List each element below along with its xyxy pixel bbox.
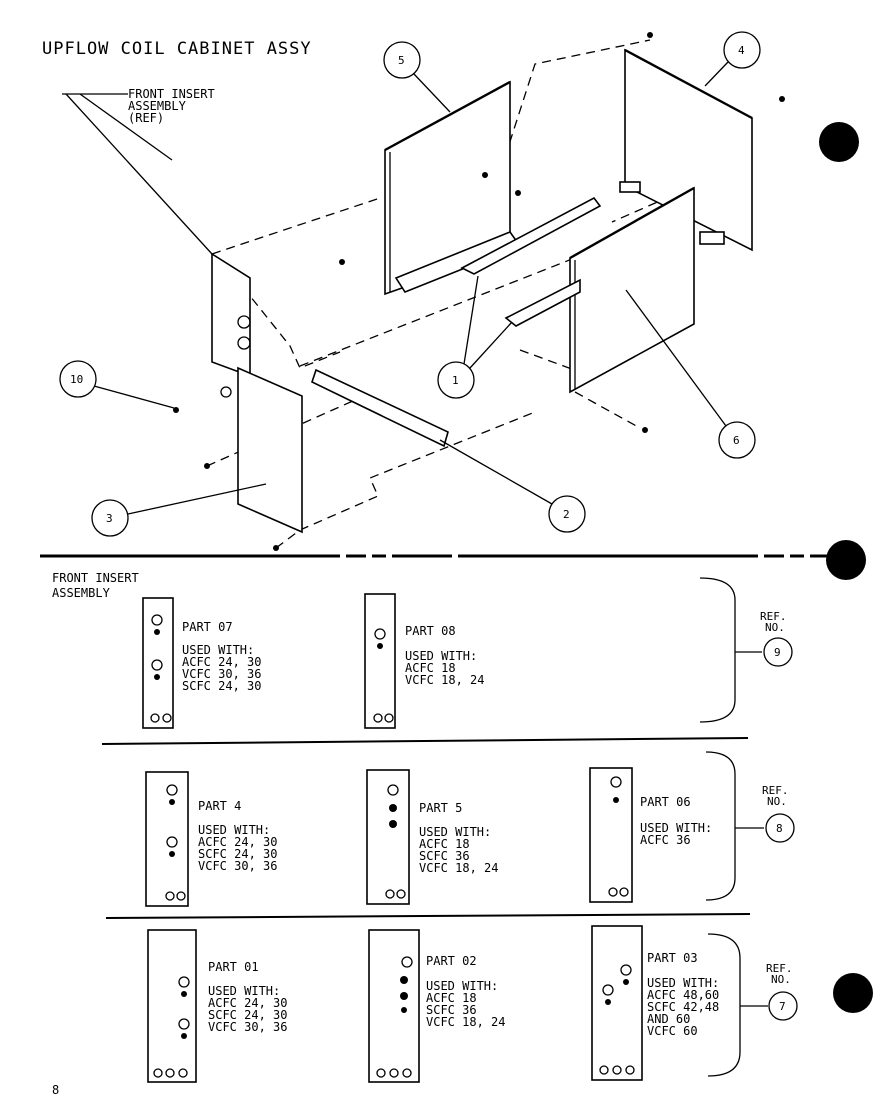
part-02-line: SCFC 36	[426, 1003, 477, 1017]
callout-6: 6	[625, 289, 756, 459]
part-08-line: ACFC 18	[405, 661, 456, 675]
ref-number-8-text: 8	[776, 822, 783, 835]
ref-number-7-text: 7	[779, 1000, 786, 1013]
part-01-name: PART 01	[208, 960, 259, 974]
front-insert-panel	[211, 252, 251, 378]
part-4-drawing	[145, 771, 189, 907]
part-07-drawing	[142, 597, 174, 729]
ref-number-7	[768, 991, 798, 1021]
ref-no-label-3: REF.	[766, 962, 793, 975]
part-06-name: PART 06	[640, 795, 691, 809]
part-02-line: ACFC 18	[426, 991, 477, 1005]
part-2-rail	[311, 368, 449, 448]
part-07-line: SCFC 24, 30	[182, 679, 261, 693]
part-01-line: SCFC 24, 30	[208, 1008, 287, 1022]
svg-text:4: 4	[738, 44, 745, 57]
part-4-name: PART 4	[198, 799, 241, 813]
part-03-line: ACFC 48,60	[647, 988, 719, 1002]
svg-text:6: 6	[733, 434, 740, 447]
part-02-drawing	[368, 929, 420, 1083]
row-separator-1	[101, 737, 749, 745]
front-insert-header-line2: ASSEMBLY	[52, 586, 111, 600]
part-03-name: PART 03	[647, 951, 698, 965]
ref-number-9-text: 9	[774, 646, 781, 659]
svg-text:3: 3	[106, 512, 113, 525]
part-03-drawing	[591, 925, 643, 1081]
row1-bracket	[699, 577, 736, 723]
punch-hole-middle	[826, 540, 866, 580]
callout-3: 3	[91, 483, 267, 537]
part-3-panel	[237, 366, 303, 534]
part-5-line: ACFC 18	[419, 837, 470, 851]
ref-no-label-2: REF.	[762, 784, 789, 797]
part-4-line: SCFC 24, 30	[198, 847, 277, 861]
svg-text:1: 1	[452, 374, 459, 387]
part-06-drawing	[589, 767, 633, 903]
ref-no-label-2b: NO.	[767, 795, 787, 808]
part-03-line: VCFC 60	[647, 1024, 698, 1038]
svg-text:10: 10	[70, 373, 83, 386]
punch-hole-top	[819, 122, 859, 162]
svg-text:5: 5	[398, 54, 405, 67]
part-07-used-with: USED WITH:	[182, 643, 254, 657]
ref-no-label-1b: NO.	[765, 621, 785, 634]
part-01-line: VCFC 30, 36	[208, 1020, 287, 1034]
part-03-line: AND 60	[647, 1012, 690, 1026]
callout-2: 2	[439, 439, 586, 533]
exploded-view	[173, 32, 785, 551]
part-6-panel	[569, 186, 695, 394]
part-5-drawing	[366, 769, 410, 905]
part-5-line: VCFC 18, 24	[419, 861, 498, 875]
front-insert-header-line1: FRONT INSERT	[52, 571, 139, 585]
part-08-name: PART 08	[405, 624, 456, 638]
part-02-name: PART 02	[426, 954, 477, 968]
front-insert-ref-line1: FRONT INSERT	[128, 87, 215, 101]
part-08-line: VCFC 18, 24	[405, 673, 484, 687]
part-06-line: ACFC 36	[640, 833, 691, 847]
part-08-used-with: USED WITH:	[405, 649, 477, 663]
ref-no-label-1: REF.	[760, 610, 787, 623]
front-insert-ref-line3: (REF)	[128, 111, 164, 125]
front-insert-ref-line2: ASSEMBLY	[128, 99, 187, 113]
part-07-name: PART 07	[182, 620, 233, 634]
row3-bracket	[707, 933, 741, 1077]
ref-no-label-3b: NO.	[771, 973, 791, 986]
callout-1: 1	[437, 275, 513, 399]
part-01-used-with: USED WITH:	[208, 984, 280, 998]
part-02-line: VCFC 18, 24	[426, 1015, 505, 1029]
ref-number-9	[763, 637, 793, 667]
callout-5: 5	[383, 41, 451, 113]
punch-hole-bottom	[833, 973, 873, 1013]
callout-10: 10	[59, 360, 175, 409]
part-08-drawing	[364, 593, 396, 729]
part-07-line: ACFC 24, 30	[182, 655, 261, 669]
row2-bracket	[705, 751, 736, 901]
part-06-used-with: USED WITH:	[640, 821, 712, 835]
part-03-used-with: USED WITH:	[647, 976, 719, 990]
part-5-used-with: USED WITH:	[419, 825, 491, 839]
part-07-line: VCFC 30, 36	[182, 667, 261, 681]
part-5-name: PART 5	[419, 801, 462, 815]
part-01-line: ACFC 24, 30	[208, 996, 287, 1010]
part-1-rail	[460, 196, 602, 275]
part-01-drawing	[147, 929, 197, 1083]
part-4-line: ACFC 24, 30	[198, 835, 277, 849]
part-4-used-with: USED WITH:	[198, 823, 270, 837]
diagram-title: UPFLOW COIL CABINET ASSY	[42, 39, 312, 59]
row-separator-2	[105, 913, 751, 919]
part-03-line: SCFC 42,48	[647, 1000, 719, 1014]
ref-number-8	[765, 813, 795, 843]
part-4-line: VCFC 30, 36	[198, 859, 277, 873]
part-02-used-with: USED WITH:	[426, 979, 498, 993]
part-5-line: SCFC 36	[419, 849, 470, 863]
callout-4: 4	[704, 31, 761, 87]
page-number: 8	[52, 1083, 59, 1097]
svg-text:2: 2	[563, 508, 570, 521]
